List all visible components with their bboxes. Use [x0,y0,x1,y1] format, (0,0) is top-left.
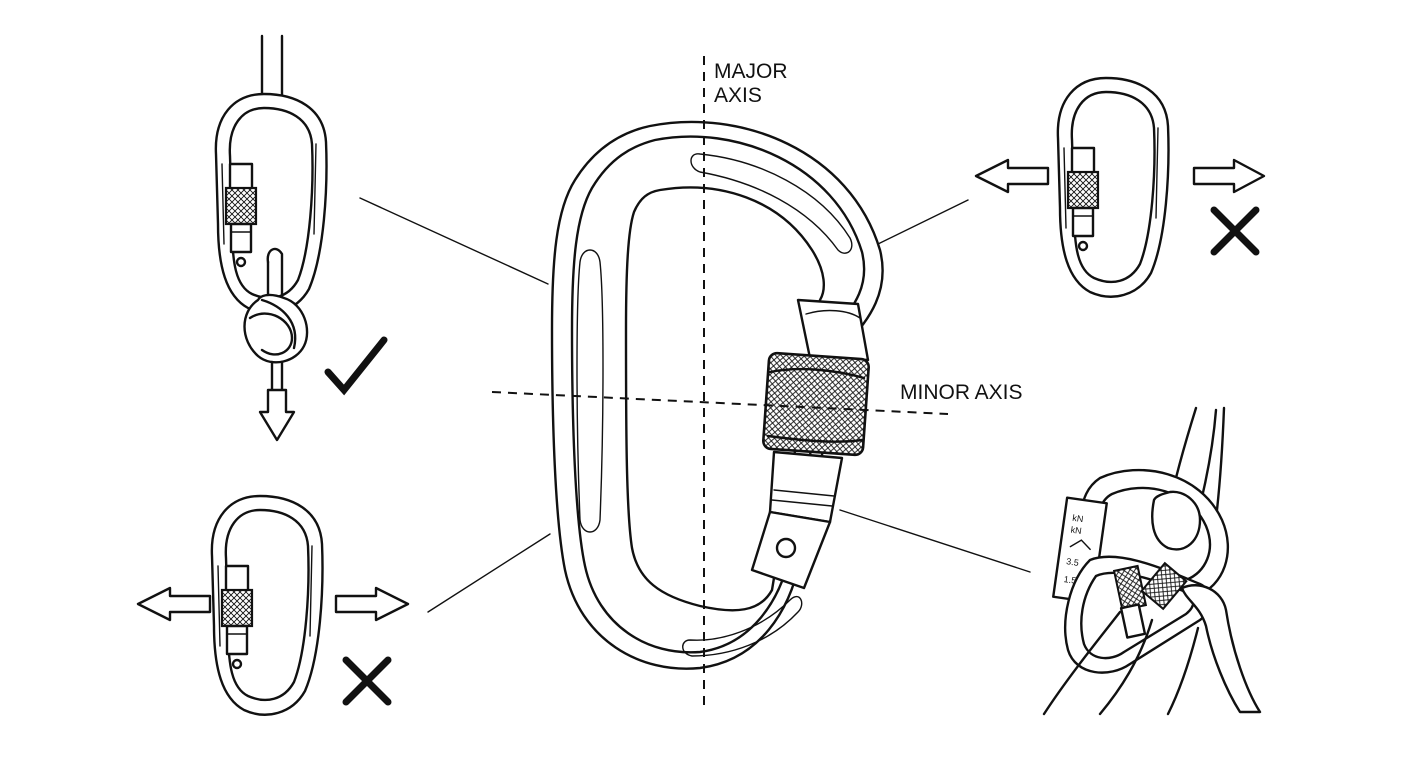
leader-line-bottom-right [839,509,1031,573]
leader-line-top-left [359,197,549,285]
check-mark-icon [324,336,388,396]
device-marking-4: 1.5 [1063,574,1077,586]
arrow-right-icon [1192,158,1266,194]
main-carabiner [550,120,884,670]
leader-line-bottom-left [427,533,551,613]
cross-mark-icon [1210,206,1260,256]
arrow-right-icon [334,586,410,622]
major-axis-label-line2: AXIS [714,84,762,107]
panel-belay-device: kN kN 3.5 1.5 [1042,406,1262,716]
arrow-left-icon [136,586,212,622]
arrow-left-icon [974,158,1050,194]
minor-axis-label: MINOR AXIS [900,381,1023,404]
minor-axis-line [491,391,949,415]
major-axis-label-line1: MAJOR [714,60,788,83]
panel-incorrect-minor-axis-loading-2 [974,76,1266,298]
device-marking-2: kN [1070,525,1082,536]
device-marking-1: kN [1072,513,1084,524]
cross-mark-icon [342,656,392,706]
leader-line-top-right [877,199,969,245]
panel-correct-major-axis-loading [214,34,388,442]
panel-incorrect-minor-axis-loading [136,494,410,716]
device-marking-3: 3.5 [1066,556,1080,568]
